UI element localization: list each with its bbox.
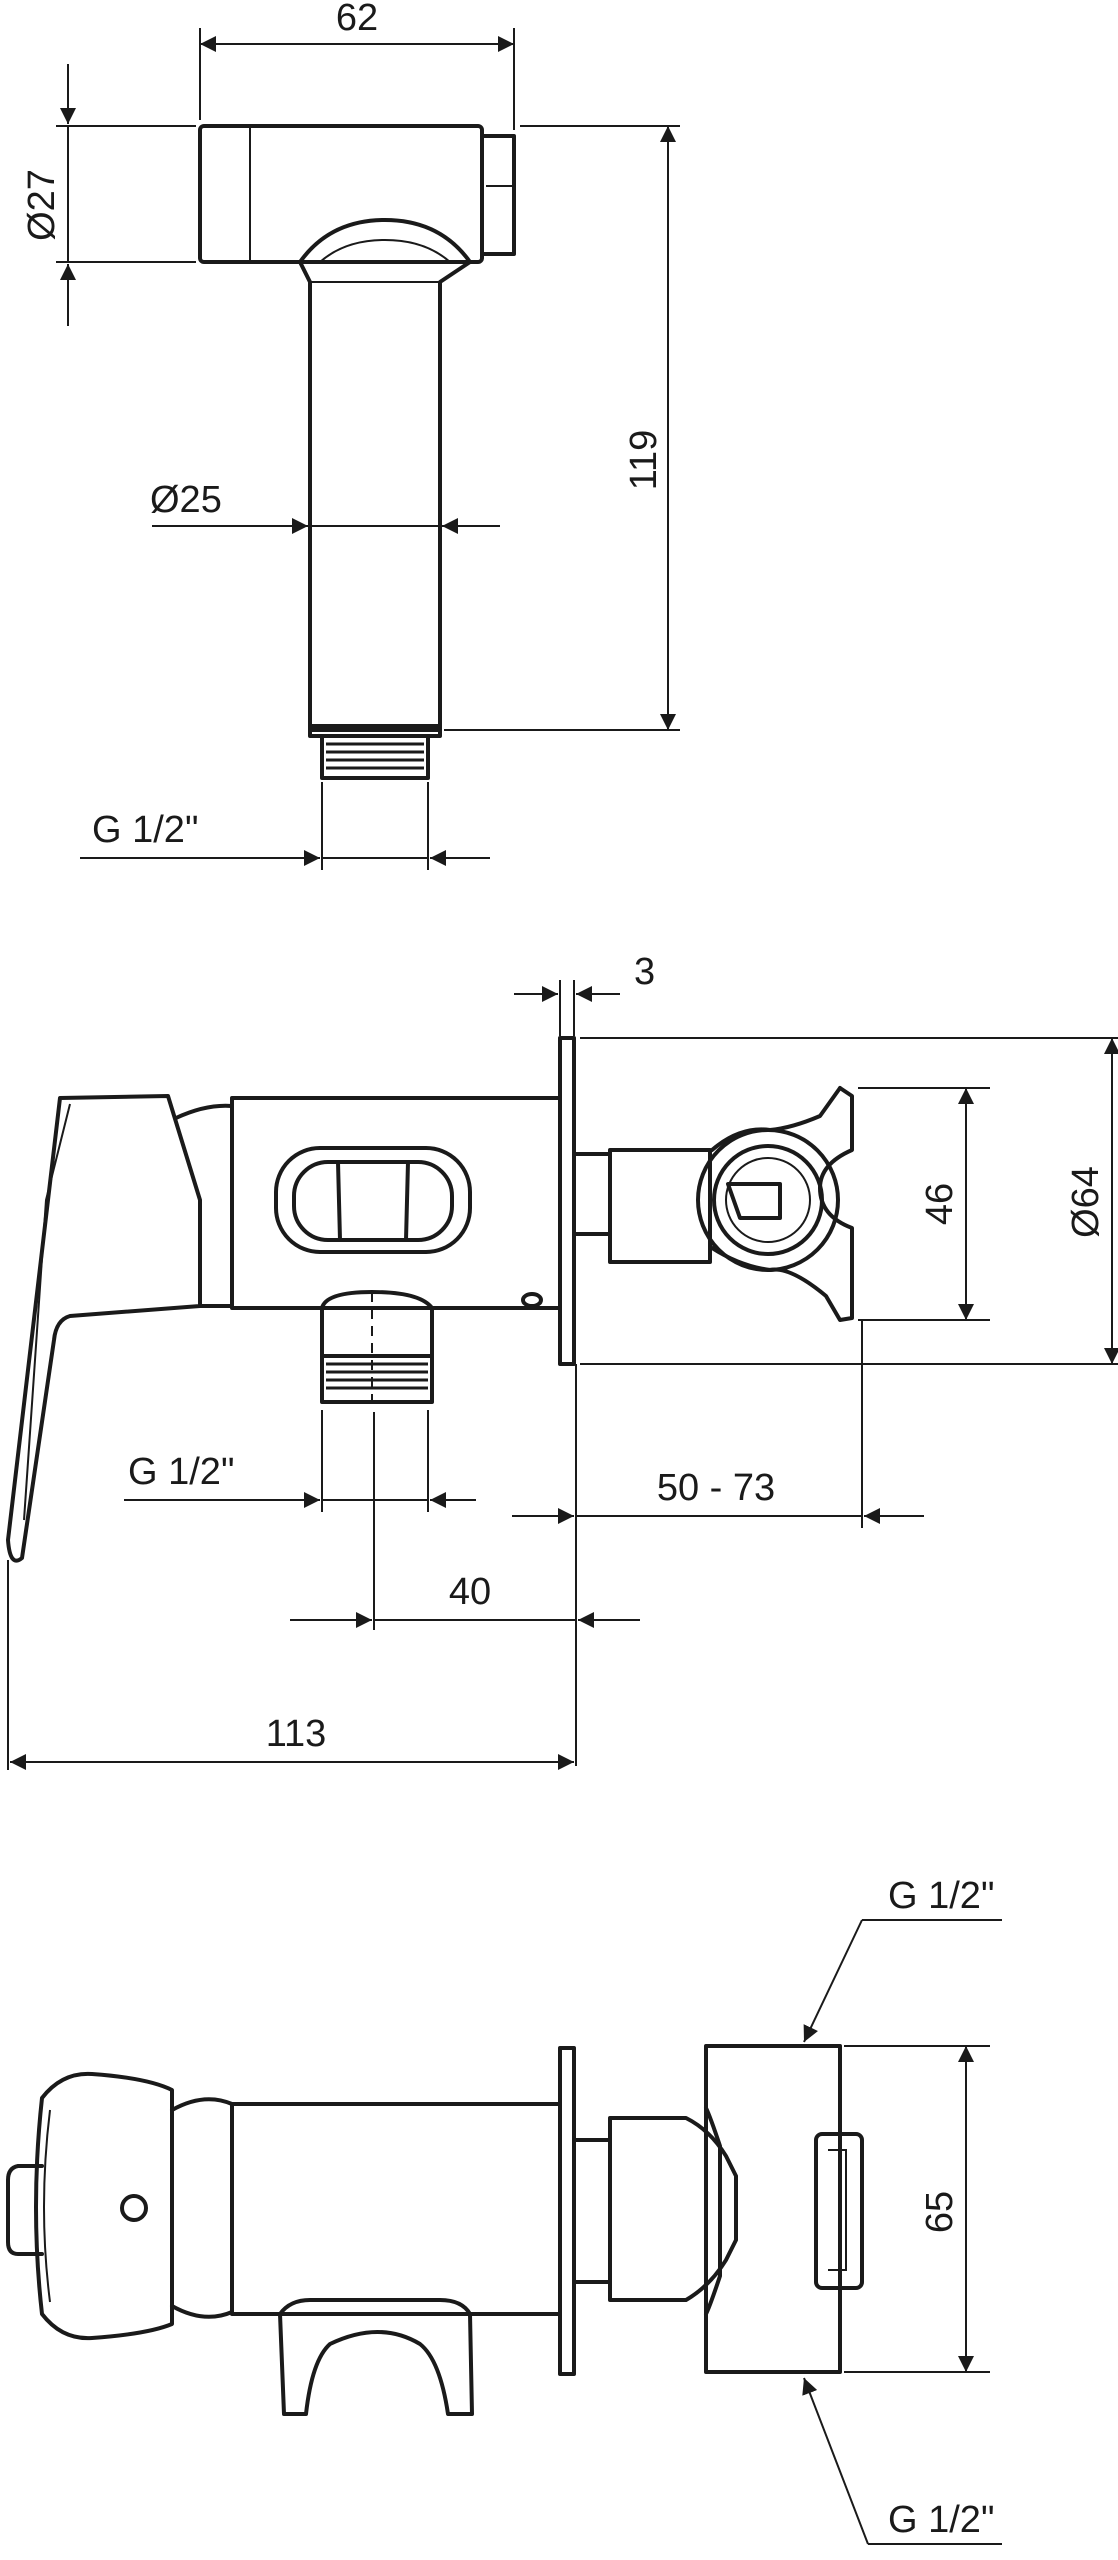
- dimension-head-diameter: Ø27: [21, 64, 196, 326]
- dimension-label-65: 65: [919, 2191, 961, 2233]
- dimension-label-50-73: 50 - 73: [657, 1467, 775, 1509]
- valve-body-top: [230, 2102, 562, 2416]
- valve-knob: [6, 2071, 234, 2341]
- dimension-label-3: 3: [634, 951, 655, 993]
- dimension-label-119: 119: [623, 430, 665, 491]
- dimension-label-d27: Ø27: [21, 169, 63, 241]
- dimension-holder-height: 46: [858, 1087, 990, 1321]
- dimension-label-62: 62: [336, 0, 378, 39]
- dimension-label-40: 40: [449, 1571, 491, 1613]
- dimension-label-thread-inlet-top: G 1/2": [888, 1875, 994, 1917]
- dimension-width-62: 62: [199, 0, 515, 130]
- handshower-thread: [320, 734, 430, 780]
- dimension-thread-inlet-top: G 1/2": [803, 1875, 1002, 2043]
- dimension-label-113: 113: [266, 1713, 327, 1755]
- dimension-height-119: 119: [444, 125, 680, 731]
- dimension-outlet-offset: 40: [290, 1412, 640, 1630]
- wall-plate: [558, 1036, 576, 1366]
- dimension-projection: 50 - 73: [512, 1320, 924, 1766]
- dimension-plate-thickness: 3: [514, 951, 655, 1036]
- dimension-plate-diameter: Ø64: [580, 1037, 1118, 1365]
- dimension-label-46: 46: [919, 1183, 961, 1225]
- valve-top-view: G 1/2" 65 G 1/2": [6, 1875, 1002, 2545]
- dimension-body-diameter: Ø25: [150, 479, 500, 534]
- wall-holder: [572, 1086, 854, 1322]
- connector-body: [572, 2044, 864, 2374]
- dimension-thread-side-view: G 1/2": [124, 1410, 476, 1512]
- dimension-label-d25: Ø25: [150, 479, 222, 521]
- dimension-overall-length: 113: [7, 1560, 574, 1770]
- dimension-label-thread-side: G 1/2": [128, 1451, 234, 1493]
- handshower-outline: [198, 124, 516, 738]
- valve-side-view: 3 46 Ø64 G 1/2": [6, 951, 1118, 1770]
- dimension-label-d64: Ø64: [1065, 1166, 1107, 1238]
- handshower-front-view: 62 Ø27 119 Ø25: [21, 0, 680, 870]
- dimension-body-height: 65: [844, 2045, 990, 2373]
- dimension-thread-inlet-bottom: G 1/2": [802, 2377, 1002, 2545]
- wall-plate-top: [558, 2046, 576, 2376]
- dimension-thread-top-view: G 1/2": [80, 782, 490, 870]
- dimension-label-thread-inlet-bottom: G 1/2": [888, 2499, 994, 2541]
- valve-body: [230, 1096, 562, 1310]
- dimension-label-thread-g12: G 1/2": [92, 809, 198, 851]
- valve-outlet: [320, 1290, 434, 1408]
